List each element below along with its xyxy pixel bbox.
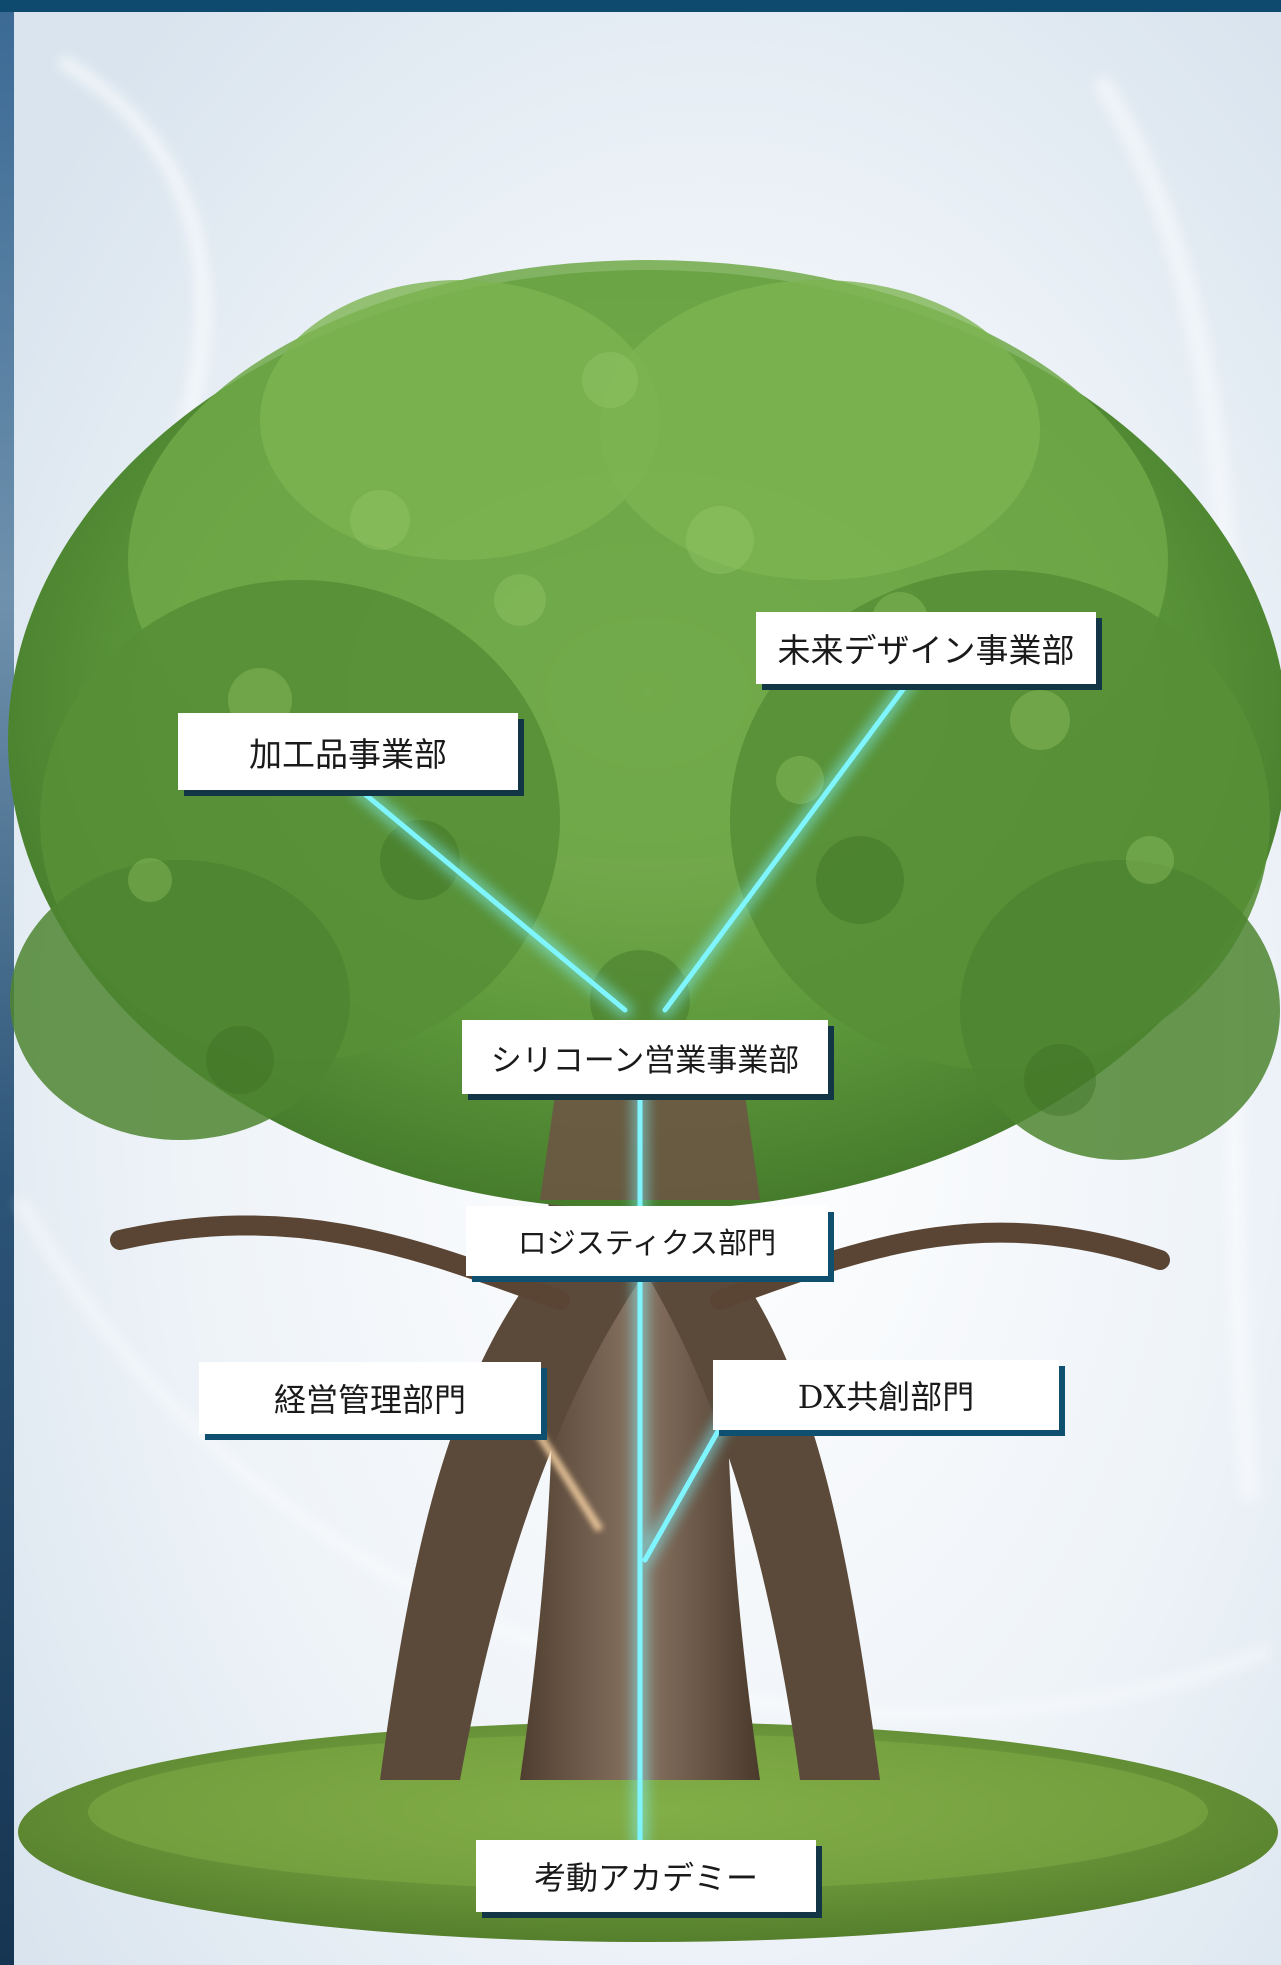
division-label-kakouhin: 加工品事業部	[178, 713, 518, 790]
division-label-mirai-design: 未来デザイン事業部	[756, 612, 1096, 684]
division-label-silicone-sales: シリコーン営業事業部	[462, 1020, 828, 1094]
top-accent-bar	[0, 0, 1281, 12]
department-label-keiei-kanri: 経営管理部門	[199, 1362, 541, 1434]
academy-label: 考動アカデミー	[476, 1840, 816, 1912]
department-label-logistics: ロジスティクス部門	[466, 1206, 828, 1276]
left-edge-strip	[0, 12, 14, 1965]
department-label-dx: DX共創部門	[713, 1360, 1059, 1430]
